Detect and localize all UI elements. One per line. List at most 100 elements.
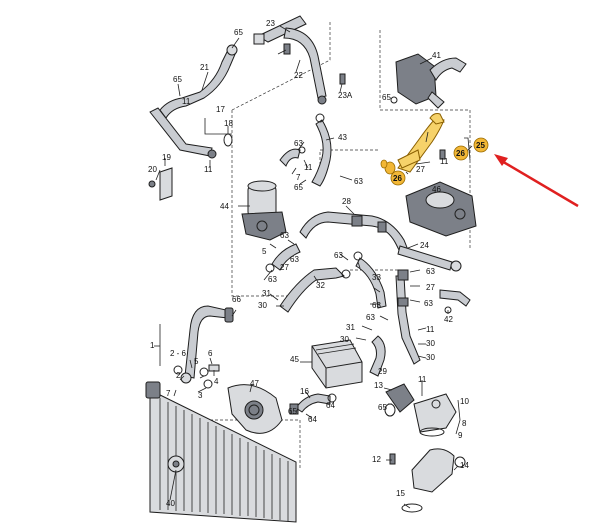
callout-63-f: 63	[372, 301, 381, 310]
callout-2-6: 2 - 6	[170, 349, 187, 358]
highlighted-pipe-25	[380, 113, 445, 175]
hose-43	[311, 113, 332, 187]
callout-11-left: 11	[204, 165, 213, 174]
callout-17: 17	[216, 105, 225, 114]
callout-6: 6	[208, 349, 213, 358]
callout-1: 1	[150, 341, 155, 350]
housing-47	[227, 384, 283, 434]
callout-20: 20	[148, 165, 157, 174]
callout-63-upper: 63	[294, 139, 303, 148]
callout-14: 14	[460, 461, 469, 470]
bolt-12	[389, 453, 396, 465]
hose-lower-30	[369, 335, 386, 377]
callout-22: 22	[294, 71, 303, 80]
callout-63-h: 63	[366, 313, 375, 322]
bolt-23a	[339, 73, 346, 85]
callout-27-upper: 27	[416, 165, 425, 174]
pipe-29	[395, 269, 421, 365]
callout-23: 23	[266, 19, 275, 28]
callout-63-g: 63	[424, 299, 433, 308]
pipe-21	[149, 44, 238, 159]
callout-26-badge-b	[390, 170, 406, 186]
callout-65-top: 65	[234, 28, 243, 37]
callout-28: 28	[342, 197, 351, 206]
callout-3: 3	[198, 391, 203, 400]
pipe-24	[397, 245, 462, 272]
callout-24: 24	[420, 241, 429, 250]
hose-33	[353, 251, 387, 309]
callout-27-right: 27	[426, 283, 435, 292]
callout-16: 16	[300, 387, 309, 396]
callout-15: 15	[396, 489, 405, 498]
callout-13: 13	[374, 381, 383, 390]
callout-10: 10	[460, 397, 469, 406]
red-arrow-indicator	[494, 154, 579, 208]
callout-30-mid: 30	[340, 335, 349, 344]
part-11-right	[439, 149, 446, 160]
housing-8	[413, 393, 457, 437]
callout-25-badge	[473, 137, 489, 153]
bracket-19	[148, 167, 173, 201]
callout-31-mid: 31	[346, 323, 355, 332]
callout-32: 32	[316, 281, 325, 290]
callout-40: 40	[166, 499, 175, 508]
callout-5: 5	[262, 247, 267, 256]
callout-11-upper: 11	[182, 97, 191, 106]
bolt-23	[283, 43, 291, 55]
pump-46	[405, 181, 477, 237]
clamps-2-6	[173, 364, 220, 389]
callout-63-e: 63	[426, 267, 435, 276]
hose-16-64	[289, 393, 337, 415]
callout-19: 19	[162, 153, 171, 162]
callout-30-right-b: 30	[426, 353, 435, 362]
radiator	[145, 381, 297, 523]
callout-42: 42	[444, 315, 453, 324]
pipe-22	[253, 15, 327, 105]
leader-lines	[154, 25, 473, 509]
pipe-28	[299, 211, 409, 253]
callout-30-right-a: 30	[426, 339, 435, 348]
callout-65-left: 65	[173, 75, 182, 84]
callout-29: 29	[378, 367, 387, 376]
callout-63-c: 63	[268, 275, 277, 284]
callout-41: 41	[432, 51, 441, 60]
clamp-18	[223, 133, 233, 147]
pipe-42	[439, 289, 471, 314]
callout-8: 8	[462, 419, 467, 428]
callout-33: 33	[372, 273, 381, 282]
lower-radiator-hose	[180, 305, 234, 384]
housing-14	[401, 448, 466, 513]
flange-13	[384, 383, 415, 417]
filter-housing-44	[241, 180, 287, 241]
callout-66: 66	[232, 295, 241, 304]
callout-labels: 65 21 65 11 23 22 23A 17 18 11 19 20 43 …	[148, 19, 469, 508]
callout-11-mid: 11	[304, 163, 313, 172]
callout-63-a: 63	[280, 231, 289, 240]
callout-65-mid: 65	[294, 183, 303, 192]
callout-11-right-lower: 11	[426, 325, 435, 334]
callout-43: 43	[338, 133, 347, 142]
callout-63-d: 63	[334, 251, 343, 260]
housing-41	[390, 53, 467, 109]
hose-7	[279, 146, 306, 167]
callout-26-badge-a	[453, 145, 469, 161]
callout-45: 45	[290, 355, 299, 364]
callout-65-top-right: 65	[382, 93, 391, 102]
callout-26-b: 26	[393, 174, 402, 183]
callout-18: 18	[224, 119, 233, 128]
callout-23a: 23A	[338, 91, 353, 100]
hose-32	[279, 267, 351, 313]
callout-63-b: 63	[290, 255, 299, 264]
callout-46: 46	[432, 185, 441, 194]
callout-5-lower: 5	[194, 357, 199, 366]
callout-30-left: 30	[258, 301, 267, 310]
callout-64-b: 64	[326, 401, 335, 410]
highlight-callouts: 25 26 26	[390, 137, 489, 186]
callout-64-a: 64	[308, 415, 317, 424]
callout-65-right: 65	[378, 403, 387, 412]
callout-12: 12	[372, 455, 381, 464]
callout-11-right: 11	[440, 157, 449, 166]
callout-63-pump: 63	[354, 177, 363, 186]
